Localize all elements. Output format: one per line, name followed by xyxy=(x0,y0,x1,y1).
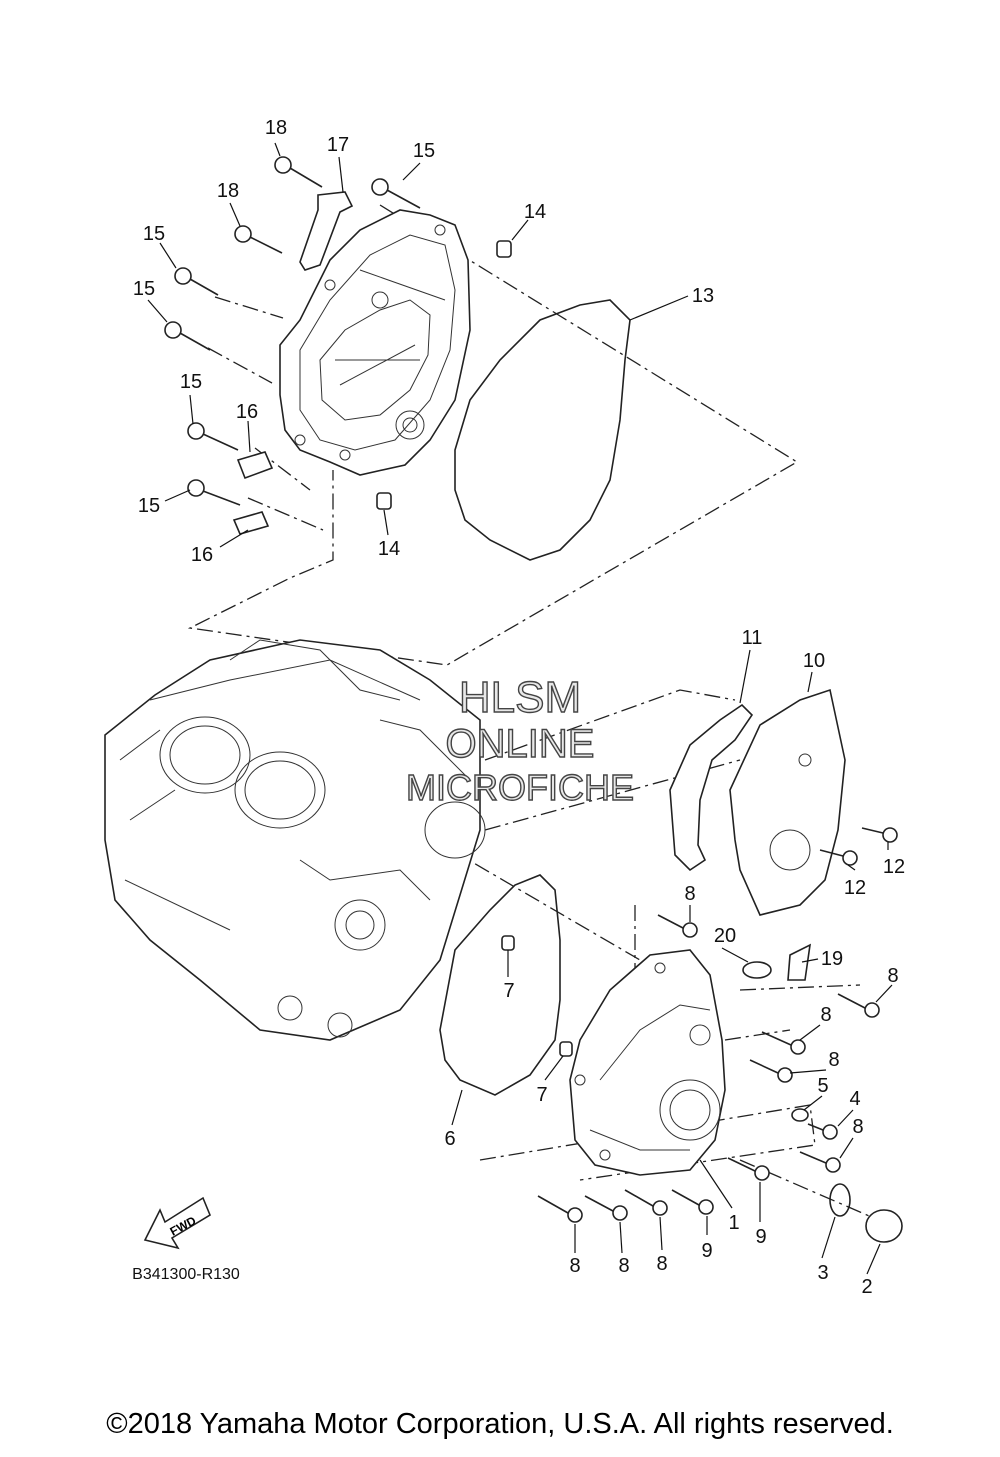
callout-18: 18 xyxy=(265,117,287,139)
callout-16: 16 xyxy=(191,544,213,566)
callout-10: 10 xyxy=(803,650,825,672)
fwd-arrow-icon: FWD xyxy=(143,1196,212,1250)
callout-15: 15 xyxy=(138,495,160,517)
watermark-line-1: HLSM xyxy=(459,673,581,722)
callout-14: 14 xyxy=(524,201,546,223)
copyright-notice: ©2018 Yamaha Motor Corporation, U.S.A. A… xyxy=(106,1408,894,1440)
callout-6: 6 xyxy=(444,1128,455,1150)
callout-20: 20 xyxy=(714,925,736,947)
callout-17: 17 xyxy=(327,134,349,156)
upper-bolts xyxy=(164,156,512,535)
watermark-line-2: ONLINE xyxy=(446,722,595,766)
crankcase-block xyxy=(104,639,486,1041)
callouts: 18 17 15 14 18 15 15 13 15 16 15 14 16 1… xyxy=(133,117,905,1298)
callout-9: 9 xyxy=(701,1240,712,1262)
watermark-line-3: MICROFICHE xyxy=(406,767,634,808)
callout-11: 11 xyxy=(742,627,763,649)
callout-14: 14 xyxy=(378,538,400,560)
callout-5: 5 xyxy=(817,1075,828,1097)
gasket-6 xyxy=(439,874,561,1096)
callout-4: 4 xyxy=(849,1088,860,1110)
callout-8: 8 xyxy=(569,1255,580,1277)
callout-8: 8 xyxy=(684,883,695,905)
crankcase-cover-right xyxy=(279,209,471,476)
callout-8: 8 xyxy=(618,1255,629,1277)
bracket-17 xyxy=(299,191,354,271)
callout-2: 2 xyxy=(861,1276,872,1298)
callout-12: 12 xyxy=(844,877,866,899)
callout-3: 3 xyxy=(817,1262,828,1284)
callout-15: 15 xyxy=(413,140,435,162)
callout-16: 16 xyxy=(236,401,258,423)
callout-15: 15 xyxy=(143,223,165,245)
chain-guide-11 xyxy=(669,703,754,872)
callout-9: 9 xyxy=(755,1226,766,1248)
callout-8: 8 xyxy=(820,1004,831,1026)
leader-lines xyxy=(147,142,893,1275)
callout-19: 19 xyxy=(821,948,843,970)
callout-8: 8 xyxy=(887,965,898,987)
watermark: HLSM ONLINE MICROFICHE xyxy=(405,672,634,808)
sprocket-cover-10 xyxy=(729,688,846,916)
callout-8: 8 xyxy=(828,1049,839,1071)
generator-cover xyxy=(569,949,726,1176)
callout-18: 18 xyxy=(217,180,239,202)
callout-7: 7 xyxy=(503,980,514,1002)
callout-15: 15 xyxy=(180,371,202,393)
gasket-13 xyxy=(454,299,631,561)
callout-1: 1 xyxy=(728,1212,739,1234)
callout-8: 8 xyxy=(656,1253,667,1275)
callout-7: 7 xyxy=(536,1084,547,1106)
callout-15: 15 xyxy=(133,278,155,300)
callout-8: 8 xyxy=(852,1116,863,1138)
lower-bolts xyxy=(501,827,903,1243)
callout-13: 13 xyxy=(692,285,714,307)
diagram-code: B341300-R130 xyxy=(132,1266,240,1283)
callout-12: 12 xyxy=(883,856,905,878)
